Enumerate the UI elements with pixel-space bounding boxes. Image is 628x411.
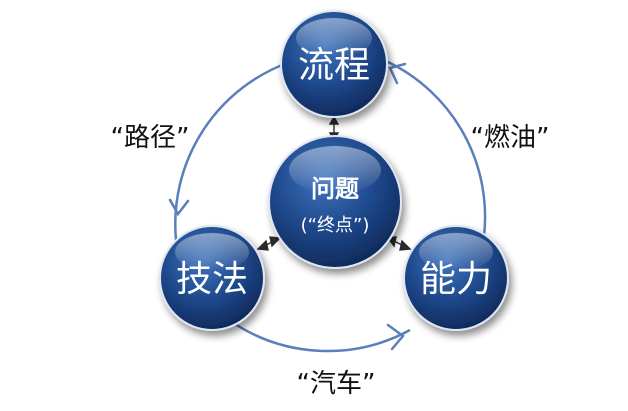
node-left-shine [175, 233, 249, 271]
connector-left-arrow [256, 239, 269, 251]
arrowhead-bottom-arc [386, 323, 405, 351]
node-center-label: 问题 [311, 175, 359, 203]
node-right-label: 能力 [420, 259, 492, 300]
node-top-label: 流程 [298, 45, 370, 86]
connector-right-arrow [399, 239, 412, 251]
node-center: 问题 (“终点”) [268, 135, 402, 269]
connector-left-arrow-inner [269, 236, 282, 248]
node-left-label: 技法 [176, 259, 248, 300]
arc-left-to-right [231, 320, 411, 353]
node-right-shine [419, 233, 493, 271]
arc-right-to-top [387, 60, 487, 237]
arrowhead-left-arc [168, 198, 190, 217]
node-right: 能力 [403, 225, 509, 331]
arrowhead-right-arc [388, 62, 407, 85]
node-left: 技法 [159, 225, 265, 331]
edge-label-left: “路径” [111, 123, 190, 153]
node-top-shine [296, 18, 372, 58]
node-center-sublabel: (“终点”) [301, 215, 370, 236]
edge-label-right: “燃油” [471, 123, 550, 153]
edge-label-bottom: “汽车” [297, 369, 376, 399]
node-center-shine [289, 146, 381, 194]
node-top: 流程 [280, 10, 388, 118]
connector-top-arrow-up [328, 115, 340, 125]
arc-arrowheads [168, 62, 407, 351]
